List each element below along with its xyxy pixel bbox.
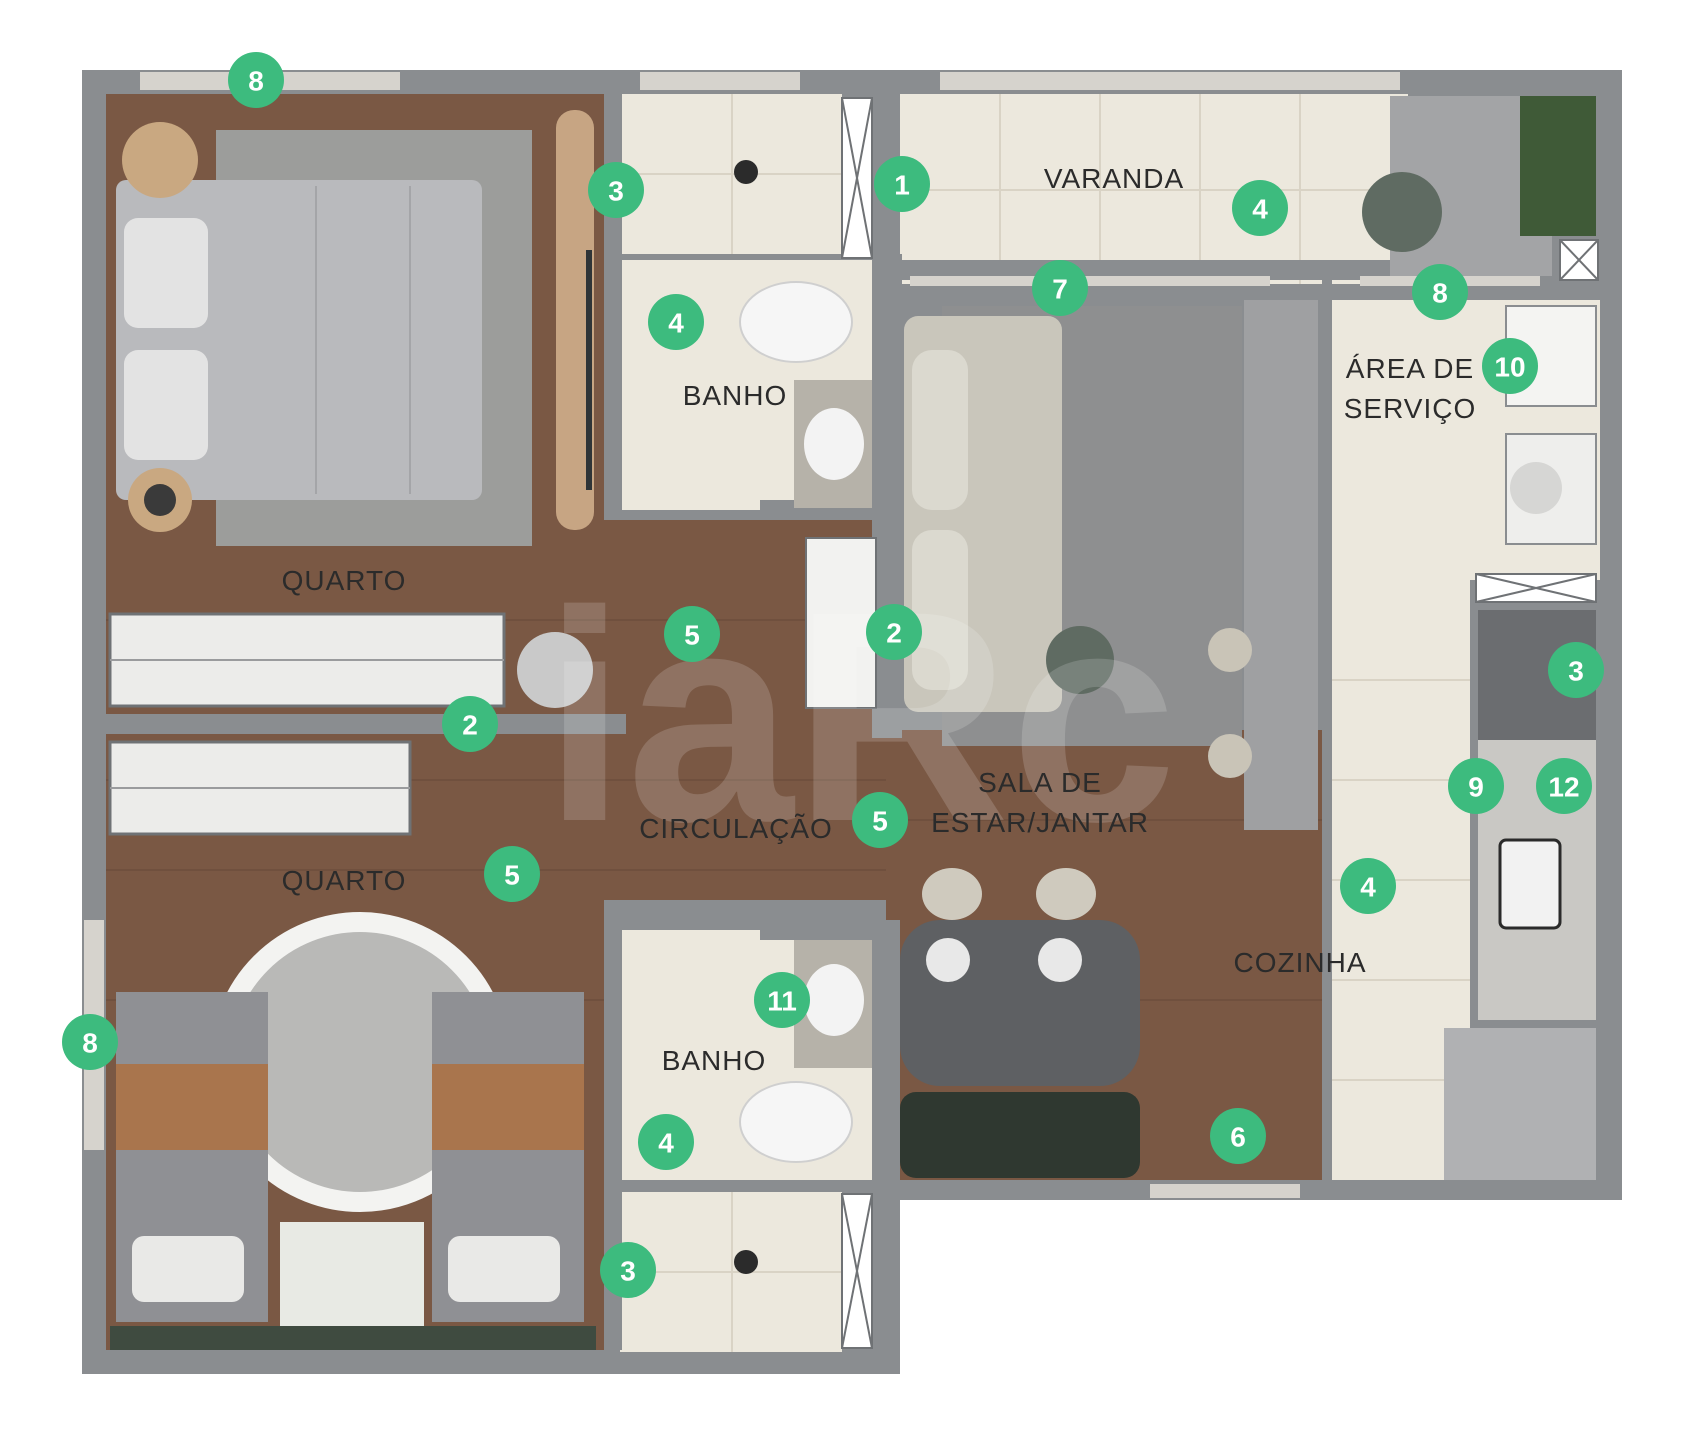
label-sala-2: ESTAR/JANTAR: [931, 807, 1149, 838]
svg-text:3: 3: [620, 1256, 636, 1287]
kitchen-counter-island: [1244, 300, 1318, 830]
toilet-social: [739, 1081, 853, 1163]
badge: 4: [638, 1114, 694, 1170]
furniture: [108, 96, 1597, 1350]
badge: 6: [1210, 1108, 1266, 1164]
svg-text:10: 10: [1494, 352, 1525, 383]
label-varanda: VARANDA: [1044, 163, 1184, 194]
badge: 2: [442, 696, 498, 752]
svg-text:9: 9: [1468, 772, 1484, 803]
svg-text:2: 2: [462, 710, 478, 741]
svg-text:4: 4: [1360, 872, 1376, 903]
svg-text:11: 11: [767, 986, 797, 1017]
svg-text:4: 4: [668, 308, 684, 339]
svg-text:6: 6: [1230, 1122, 1246, 1153]
badge: 4: [1340, 858, 1396, 914]
label-banho-suite: BANHO: [683, 380, 788, 411]
badge: 8: [1412, 264, 1468, 320]
svg-text:8: 8: [248, 66, 264, 97]
label-cozinha: COZINHA: [1234, 947, 1367, 978]
shoe-rack: [805, 537, 877, 709]
study-desk: [280, 1222, 424, 1328]
badge: 9: [1448, 758, 1504, 814]
svg-text:5: 5: [504, 860, 520, 891]
room-labels: QUARTO QUARTO BANHO BANHO VARANDA ÁREA D…: [282, 163, 1477, 1076]
badge: 2: [866, 604, 922, 660]
svg-text:8: 8: [1432, 278, 1448, 309]
badge: 5: [484, 846, 540, 902]
svg-text:5: 5: [872, 806, 888, 837]
kitchen-sink: [1498, 838, 1562, 930]
badge: 7: [1032, 260, 1088, 316]
bench: [900, 1092, 1140, 1178]
svg-text:4: 4: [1252, 194, 1268, 225]
balcony-table: [1362, 172, 1442, 252]
badge: 12: [1536, 758, 1592, 814]
badge: 10: [1482, 338, 1538, 394]
badge: 8: [62, 1014, 118, 1070]
fridge: [1444, 1028, 1596, 1180]
badge: 11: [754, 972, 810, 1028]
badge: 5: [852, 792, 908, 848]
toilet-suite: [739, 281, 853, 363]
badge: 4: [648, 294, 704, 350]
shafts: [841, 97, 1599, 1349]
svg-text:2: 2: [886, 618, 902, 649]
svg-text:7: 7: [1052, 274, 1068, 305]
side-table: [1046, 626, 1114, 694]
label-circulacao: CIRCULAÇÃO: [639, 813, 833, 844]
badge: 8: [228, 52, 284, 108]
label-sala-1: SALA DE: [978, 767, 1102, 798]
badge: 3: [1548, 642, 1604, 698]
pouf: [517, 632, 593, 708]
badge: 3: [588, 162, 644, 218]
svg-text:3: 3: [1568, 656, 1584, 687]
tv-panel: [556, 110, 594, 530]
badge: 5: [664, 606, 720, 662]
svg-text:8: 8: [82, 1028, 98, 1059]
label-banho-social: BANHO: [662, 1045, 767, 1076]
badge: 4: [1232, 180, 1288, 236]
svg-text:12: 12: [1548, 772, 1579, 803]
label-area-servico-2: SERVIÇO: [1344, 393, 1477, 424]
svg-text:3: 3: [608, 176, 624, 207]
nightstand-top: [122, 122, 198, 198]
svg-text:5: 5: [684, 620, 700, 651]
badges: 8 3 1 4 4 7 8 10 2 5 2 3 9 12 5 5 4 8 11…: [62, 52, 1604, 1298]
badge: 3: [600, 1242, 656, 1298]
svg-text:1: 1: [894, 170, 910, 201]
label-area-servico-1: ÁREA DE: [1346, 353, 1474, 384]
label-quarto-solteiro: QUARTO: [282, 865, 407, 896]
badge: 1: [874, 156, 930, 212]
planter: [1520, 96, 1596, 236]
kids-shelf: [110, 1326, 596, 1350]
svg-text:4: 4: [658, 1128, 674, 1159]
label-quarto-casal: QUARTO: [282, 565, 407, 596]
